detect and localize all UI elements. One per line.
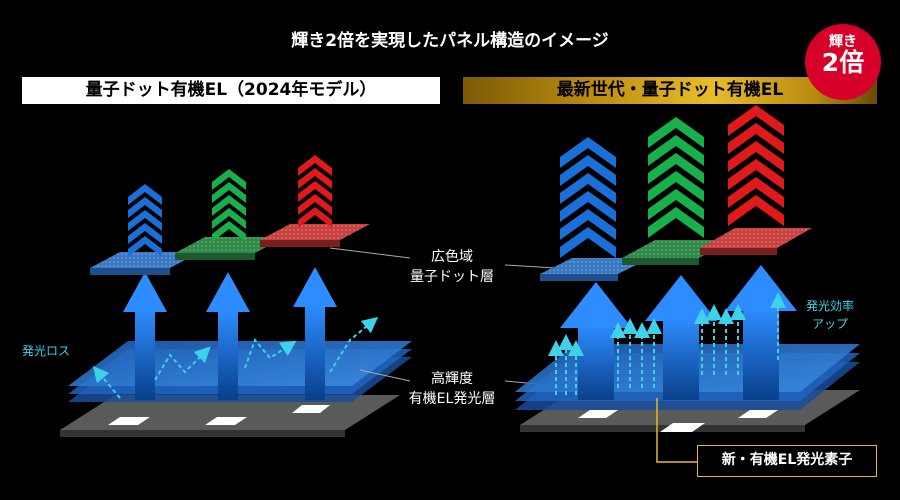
right-chevrons-green (648, 117, 704, 238)
left-chevrons-red (298, 155, 332, 228)
left-substrate-layer (60, 395, 400, 437)
badge-line1: 輝き (829, 34, 857, 50)
right-chevrons-blue (560, 137, 616, 258)
left-qd-pad-red (260, 224, 370, 247)
badge-line2: 2倍 (821, 47, 865, 77)
left-arrow-green (206, 272, 250, 400)
right-arrow-blue (560, 282, 632, 400)
right-chevrons-red (728, 105, 784, 226)
right-qd-pad-red (700, 228, 812, 255)
callout-el-layer: 高輝度 有機EL発光層 (388, 369, 516, 409)
label-previous-model: 量子ドット有機EL（2024年モデル） (22, 77, 440, 104)
left-arrow-blue (123, 272, 167, 400)
left-el-layer (68, 341, 412, 402)
left-qd-pad-green (175, 237, 285, 260)
label-latest-model: 最新世代・量子ドット有機EL (463, 77, 877, 104)
brightness-badge: 輝き 2倍 (805, 24, 881, 100)
efficiency-up-label: 発光効率 アップ (795, 297, 865, 333)
new-element-connector (656, 398, 697, 463)
new-el-element-label: 新・有機EL発光素子 (697, 445, 877, 477)
left-chevrons-green (212, 169, 246, 242)
left-qd-pad-blue (90, 252, 200, 275)
left-arrow-red (293, 267, 337, 400)
callout-el-line1: 高輝度 (431, 371, 473, 387)
callout-qd-line1: 広色域 (431, 249, 473, 265)
callout-el-line2: 有機EL発光層 (408, 391, 496, 407)
callout-qd-line2: 量子ドット層 (410, 269, 494, 285)
left-chevrons-blue (128, 184, 162, 257)
light-loss-label: 発光ロス (22, 344, 71, 358)
callout-qd-layer: 広色域 量子ドット層 (392, 247, 512, 287)
page-title: 輝き2倍を実現したパネル構造のイメージ (291, 31, 609, 51)
right-efficiency-arrows (548, 292, 786, 395)
efficiency-line1: 発光効率 (805, 299, 854, 313)
efficiency-line2: アップ (811, 317, 848, 331)
left-light-loss-paths (92, 316, 379, 399)
